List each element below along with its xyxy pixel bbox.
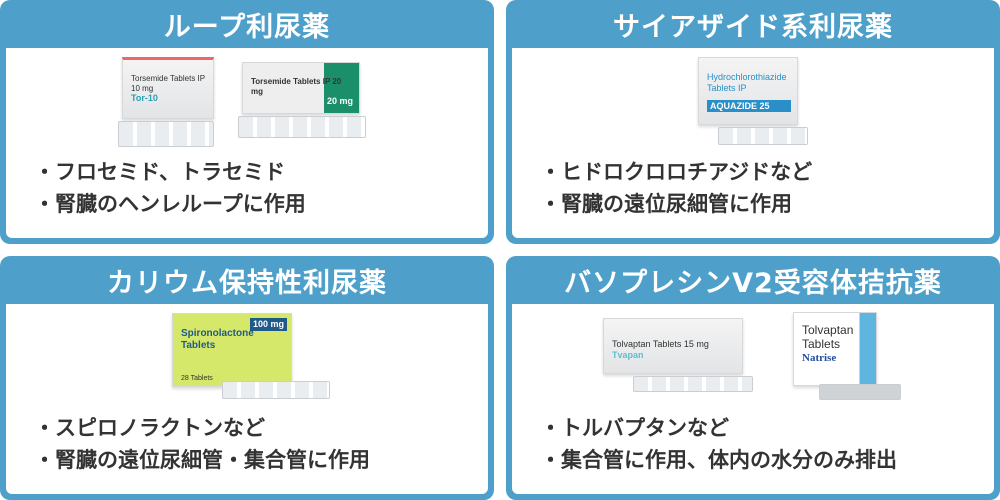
bullet: ・腎臓の遠位尿細管に作用 [540,192,792,216]
bullet: ・フロセミド、トラセミド [34,160,286,184]
bullet: ・集合管に作用、体内の水分のみ排出 [540,448,897,472]
product-hydrochlorothiazide: Hydrochlorothiazide Tablets IP AQUAZIDE 2… [698,57,808,147]
panel-title: サイアザイド系利尿薬 [613,11,893,43]
product-brand: Tor-10 [131,93,158,104]
product-name: Tolvaptan Tablets [802,323,854,352]
product-name: Tolvaptan Tablets 15 mg [612,339,709,349]
product-brand: AQUAZIDE 25 [707,99,791,113]
product-brand: Tvapan [612,349,644,360]
product-name: Spironolactone Tablets [181,328,254,351]
panel-title: ループ利尿薬 [163,11,331,43]
bullet: ・スピロノラクトンなど [34,416,265,440]
bullet: ・腎臓のヘンレループに作用 [34,192,306,216]
bullet: ・腎臓の遠位尿細管・集合管に作用 [34,448,370,472]
panel-title: カリウム保持性利尿薬 [107,267,387,299]
bullet: ・トルバプタンなど [540,416,729,440]
product-brand: Natrise [802,351,837,364]
product-name: Torsemide Tablets IP 10 mg [131,74,205,93]
product-brand: 20 mg [326,96,353,107]
product-images: Hydrochlorothiazide Tablets IP AQUAZIDE 2… [512,48,994,156]
product-name: Hydrochlorothiazide Tablets IP [707,72,787,93]
product-name: Torsemide Tablets IP 20 mg [251,77,342,96]
panel-thiazide-diuretics: サイアザイド系利尿薬 Hydrochlorothiazide Tablets I… [506,0,1000,244]
bullet: ・ヒドロクロロチアジドなど [540,160,813,184]
product-count: 28 Tablets [181,374,213,382]
product-brand: 100 mg [249,318,287,331]
panel-title: バソプレシンV2受容体拮抗薬 [564,267,942,299]
